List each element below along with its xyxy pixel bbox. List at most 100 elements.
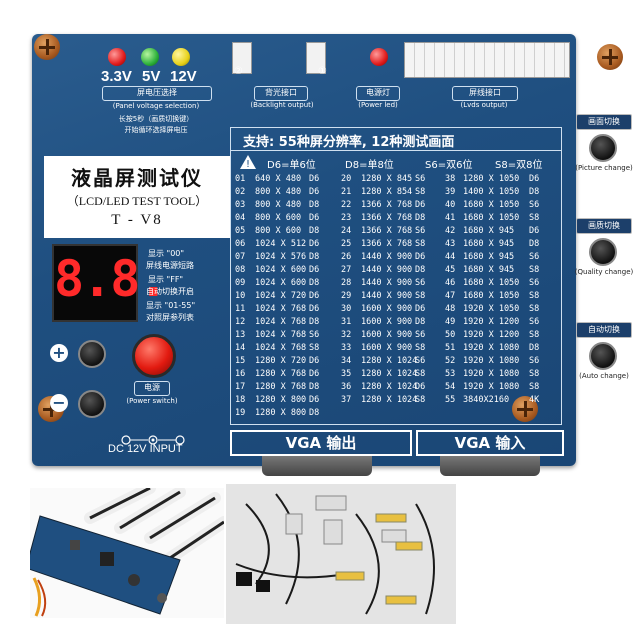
row-resolution: 1280 X 720: [255, 356, 307, 366]
row-number: 26: [341, 252, 352, 262]
voltage-title-cn: 屏电压选择: [137, 88, 177, 97]
row-resolution: 1600 X 900: [361, 343, 413, 353]
row-type: S8: [529, 213, 540, 223]
row-number: 45: [445, 265, 456, 275]
picture-change-button[interactable]: [589, 134, 617, 162]
row-type: D6: [415, 200, 426, 210]
row-number: 52: [445, 356, 456, 366]
row-type: S8: [415, 395, 426, 405]
power-button[interactable]: [132, 334, 176, 378]
row-type: D8: [415, 213, 426, 223]
voltage-note-2: 开始循环选择屏电压: [124, 126, 188, 134]
power-switch-title-box: 电源: [134, 381, 170, 396]
row-number: 33: [341, 343, 352, 353]
row-resolution: 1920 X 1080: [463, 382, 520, 392]
row-number: 16: [235, 369, 246, 379]
row-number: 49: [445, 317, 456, 327]
row-number: 23: [341, 213, 352, 223]
row-type: S8: [529, 265, 540, 275]
row-resolution: 1280 X 1024: [361, 369, 418, 379]
row-number: 08: [235, 265, 246, 275]
row-number: 04: [235, 213, 246, 223]
table-header-text: 支持: 55种屏分辨率, 12种测试画面: [243, 135, 455, 150]
title-en: （LCD/LED TEST TOOL）: [66, 194, 208, 208]
row-resolution: 800 X 600: [255, 213, 302, 223]
row-number: 51: [445, 343, 456, 353]
row-resolution: 1024 X 768: [255, 330, 307, 340]
row-number: 15: [235, 356, 246, 366]
row-type: D6: [309, 174, 320, 184]
row-type: D6: [529, 174, 540, 184]
row-resolution: 1024 X 768: [255, 317, 307, 327]
row-resolution: 1440 X 900: [361, 291, 413, 301]
row-resolution: 1920 X 1080: [463, 356, 520, 366]
row-number: 44: [445, 252, 456, 262]
row-type: D6: [309, 291, 320, 301]
row-resolution: 1024 X 600: [255, 265, 307, 275]
row-number: 02: [235, 187, 246, 197]
title-card: 液晶屏测试仪 （LCD/LED TEST TOOL） T - V8: [44, 156, 230, 238]
power-switch-title-en: (Power switch): [126, 397, 178, 405]
row-resolution: 1680 X 945: [463, 252, 515, 262]
row-type: D8: [309, 382, 320, 392]
row-type: S6: [529, 200, 540, 210]
row-resolution: 1680 X 1050: [463, 291, 520, 301]
row-type: S8: [415, 187, 426, 197]
row-resolution: 1024 X 768: [255, 343, 307, 353]
row-type: D8: [529, 343, 540, 353]
table-header: 支持: 55种屏分辨率, 12种测试画面: [231, 128, 561, 151]
auto-change-button[interactable]: [589, 342, 617, 370]
row-number: 25: [341, 239, 352, 249]
row-resolution: 1280 X 800: [255, 395, 307, 405]
row-type: S8: [415, 239, 426, 249]
row-resolution: 1280 X 1024: [361, 382, 418, 392]
row-type: 4K: [529, 395, 540, 405]
row-resolution: 1600 X 900: [361, 304, 413, 314]
row-number: 28: [341, 278, 352, 288]
row-resolution: 1280 X 1050: [463, 174, 520, 184]
minus-button[interactable]: [78, 390, 106, 418]
row-resolution: 1680 X 945: [463, 239, 515, 249]
backlight-connector-1: [306, 42, 326, 74]
row-number: 10: [235, 291, 246, 301]
row-resolution: 1920 X 1080: [463, 369, 520, 379]
row-resolution: 1680 X 1050: [463, 213, 520, 223]
row-resolution: 1920 X 1200: [463, 317, 520, 327]
quality-change-en: (Quality change): [574, 268, 634, 276]
row-type: D6: [309, 395, 320, 405]
row-type: D6: [309, 265, 320, 275]
row-type: S8: [529, 369, 540, 379]
row-resolution: 640 X 480: [255, 174, 302, 184]
row-type: S8: [415, 369, 426, 379]
screw-top-left-icon: [34, 34, 60, 60]
vga-connector-out: [262, 456, 372, 476]
auto-change-tag: 自动切换: [576, 322, 632, 338]
row-resolution: 1280 X 854: [361, 187, 413, 197]
row-resolution: 1920 X 1200: [463, 330, 520, 340]
driver-board-photo: [25, 482, 230, 618]
row-number: 03: [235, 200, 246, 210]
vga-connector-in: [440, 456, 540, 476]
quality-change-button[interactable]: [589, 238, 617, 266]
plus-button[interactable]: [78, 340, 106, 368]
row-resolution: 1280 X 1024: [361, 395, 418, 405]
row-resolution: 3840X2160: [463, 395, 510, 405]
